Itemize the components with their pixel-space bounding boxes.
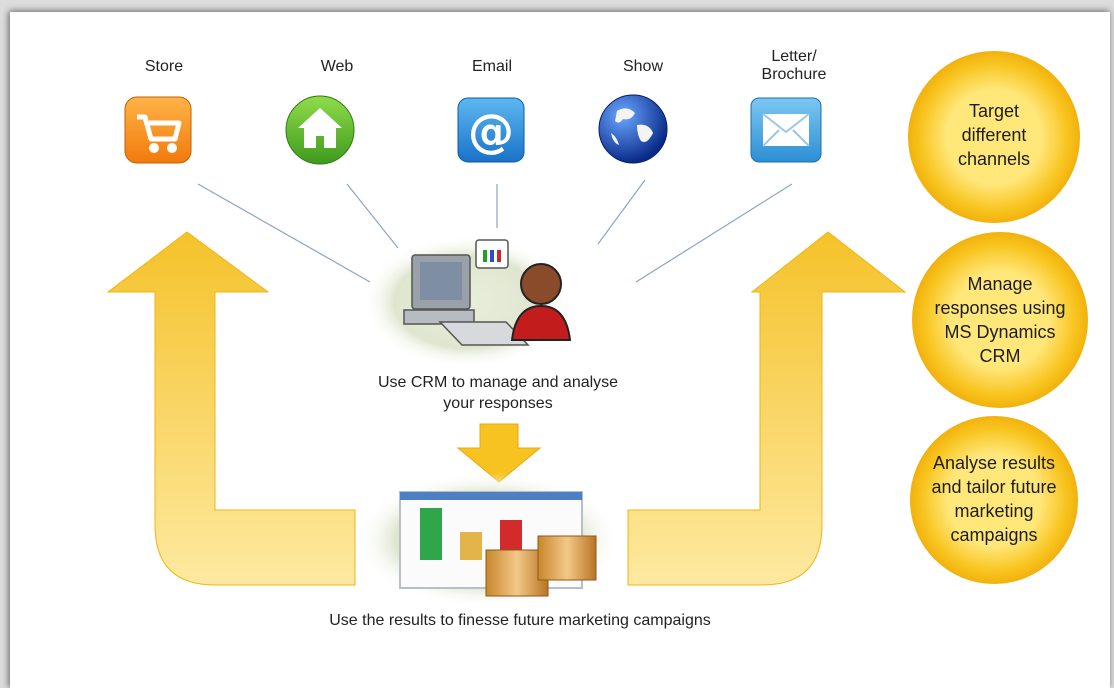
step-circle-analyse [910,416,1078,584]
envelope-icon [750,97,822,163]
connector-web [346,183,399,249]
channel-label-show: Show [622,58,664,75]
crm-caption: Use CRM to manage and analyse your respo… [377,374,619,412]
connector-show [597,179,646,245]
connector-store [197,183,371,283]
at-sign-icon: @ [457,97,525,163]
down-arrow [456,423,542,483]
right-loop-arrow [627,231,907,586]
channel-label-email: Email [471,58,512,75]
left-loop-arrow [106,231,356,586]
crm-workstation-icon [403,239,572,346]
channel-label-store: Store [144,58,184,75]
step-circle-manage [912,232,1088,408]
channel-label-letter: Letter/ Brochure [761,48,827,83]
connector-lines [197,179,793,283]
step-label-analyse: Analyse results and tailor future market… [931,453,1057,545]
connector-letter [635,183,793,283]
channel-label-web: Web [320,58,354,75]
shopping-cart-icon [124,96,192,164]
step-label-manage: Manage responses using MS Dynamics CRM [934,274,1066,366]
results-chart-icon [399,491,597,597]
svg-text:@: @ [468,104,514,158]
step-circle-target [908,51,1080,223]
results-caption: Use the results to finesse future market… [329,612,711,629]
home-icon [285,95,355,165]
step-label-target: Target different channels [957,101,1031,169]
globe-icon [598,94,668,164]
